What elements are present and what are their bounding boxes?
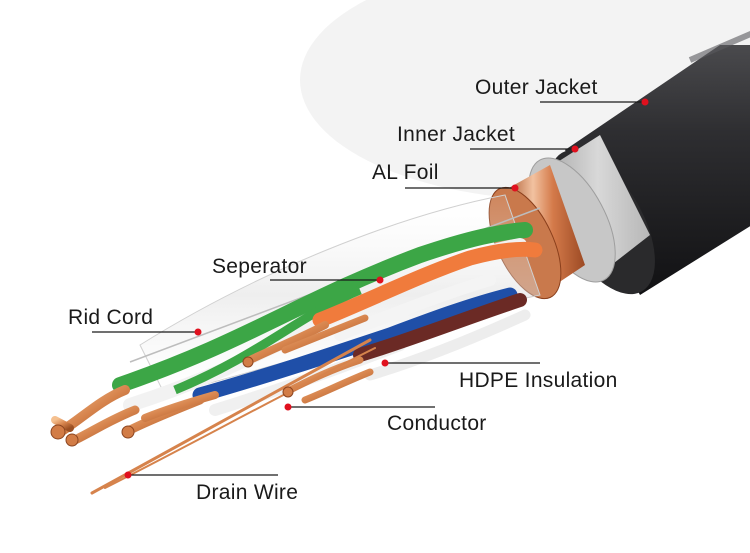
outer-jacket-label: Outer Jacket <box>475 76 598 99</box>
drain-wire-label: Drain Wire <box>196 481 299 504</box>
separator-marker <box>376 276 384 284</box>
al-foil-marker <box>511 184 519 192</box>
separator-label: Seperator <box>212 255 307 278</box>
marker-dots <box>124 98 649 479</box>
inner-jacket-label: Inner Jacket <box>397 123 515 146</box>
conductor-marker <box>284 403 292 411</box>
conductor-label: Conductor <box>387 412 487 435</box>
hdpe-insulation-marker <box>381 359 389 367</box>
conductor-ends <box>50 356 294 447</box>
leader-lines <box>92 101 645 476</box>
conductors <box>51 314 376 495</box>
orange-pair <box>312 241 543 341</box>
outer-jacket-marker <box>641 98 649 106</box>
inner-jacket-marker <box>571 145 579 153</box>
al-foil-label: AL Foil <box>372 161 439 184</box>
drain-wire-marker <box>124 471 132 479</box>
brown-pair <box>353 293 531 381</box>
rid-cord-label: Rid Cord <box>68 306 154 329</box>
hdpe-insulation-label: HDPE Insulation <box>459 369 618 392</box>
rid-cord-marker <box>194 328 202 336</box>
